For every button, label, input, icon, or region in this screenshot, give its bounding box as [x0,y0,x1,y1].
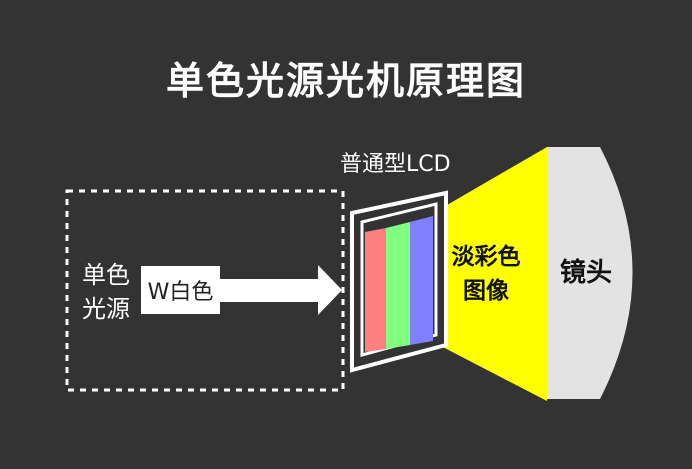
lcd-stripe-red [365,228,386,352]
light-source-box [65,189,345,392]
light-source-label-line2: 光源 [82,295,130,323]
white-light-label: W白色 [141,266,220,314]
lcd-label: 普通型LCD [340,152,451,177]
image-label-line2: 图像 [463,278,509,304]
light-source-label-line1: 单色 [82,261,130,289]
image-label-line1: 淡彩色 [451,244,521,270]
lens-label: 镜头 [560,258,613,288]
lcd-stripe-blue [410,216,433,345]
lens-shape [547,147,633,399]
image-cone [435,147,547,401]
image-label: 淡彩色 图像 [440,240,532,308]
lcd-panel [350,190,448,373]
lcd-stripe-green [386,222,410,349]
light-source-label: 单色 光源 [82,258,130,326]
light-arrow [218,265,342,315]
page-title: 单色光源光机原理图 [165,59,526,103]
